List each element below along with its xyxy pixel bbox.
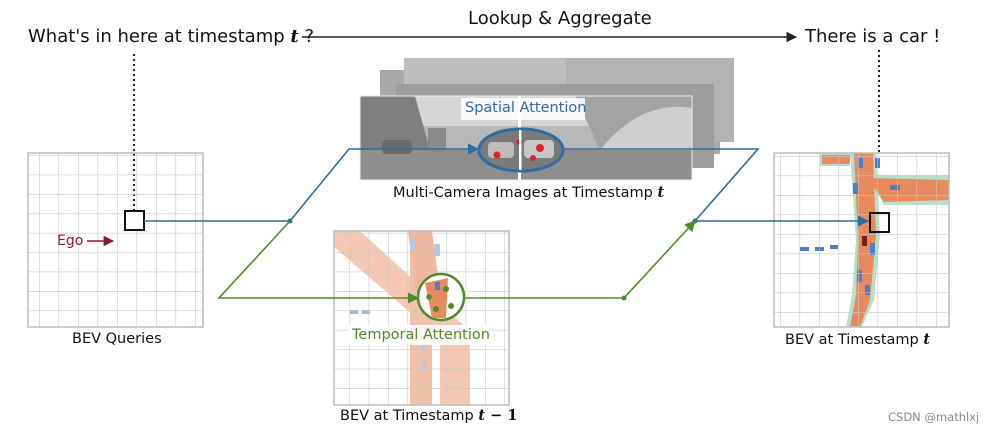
multi-camera-label: Multi-Camera Images at Timestamp t xyxy=(393,184,664,201)
bev-prev-label: BEV at Timestamp t − 1 xyxy=(340,407,517,424)
query-cell xyxy=(125,211,144,230)
ego-label: Ego xyxy=(57,233,83,249)
bev-curr-label: BEV at Timestamp t xyxy=(785,331,930,348)
watermark: CSDN @mathlxj xyxy=(888,410,979,424)
multi-camera-label-text: Multi-Camera Images at Timestamp xyxy=(393,185,658,201)
bev-curr-label-text: BEV at Timestamp xyxy=(785,332,923,348)
multi-camera-label-var: t xyxy=(658,184,665,201)
bev-queries-grid xyxy=(28,153,203,327)
bev-prev-label-suffix: − 1 xyxy=(485,407,517,424)
bev-prev-grid xyxy=(334,231,509,405)
spatial-attention-label: Spatial Attention xyxy=(465,100,586,116)
bev-curr-grid xyxy=(774,153,949,327)
camera-image-stack xyxy=(360,58,734,180)
bev-curr-label-var: t xyxy=(923,331,930,348)
bev-queries-label: BEV Queries xyxy=(72,331,162,347)
temporal-attention-label: Temporal Attention xyxy=(352,327,490,343)
bev-prev-label-text: BEV at Timestamp xyxy=(340,408,478,424)
